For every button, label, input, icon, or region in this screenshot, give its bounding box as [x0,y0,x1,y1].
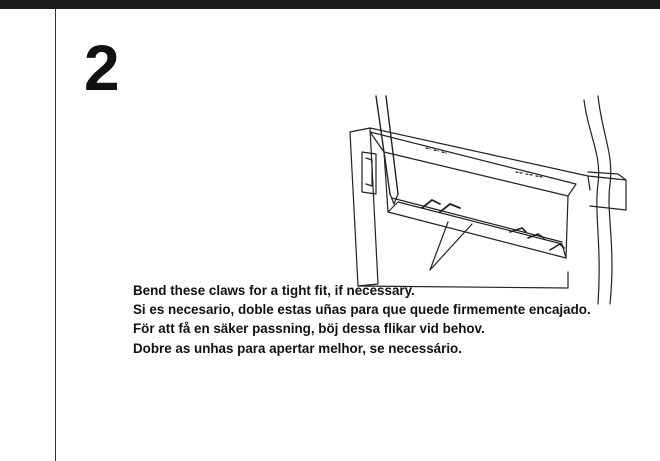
caption-line-es: Si es necesario, doble estas uñas para q… [133,302,591,318]
caption-block: Bend these claws for a tight fit, if nec… [133,281,603,358]
step-number: 2 [84,32,120,104]
caption-line-en: Bend these claws for a tight fit, if nec… [133,283,415,298]
mounting-sleeve-claw-diagram [349,95,627,305]
left-margin-rule [55,9,56,461]
top-divider-bar [0,0,660,9]
caption-line-sv: För att få en säker passning, böj dessa … [133,321,485,337]
caption-line-pt: Dobre as unhas para apertar melhor, se n… [133,340,462,356]
